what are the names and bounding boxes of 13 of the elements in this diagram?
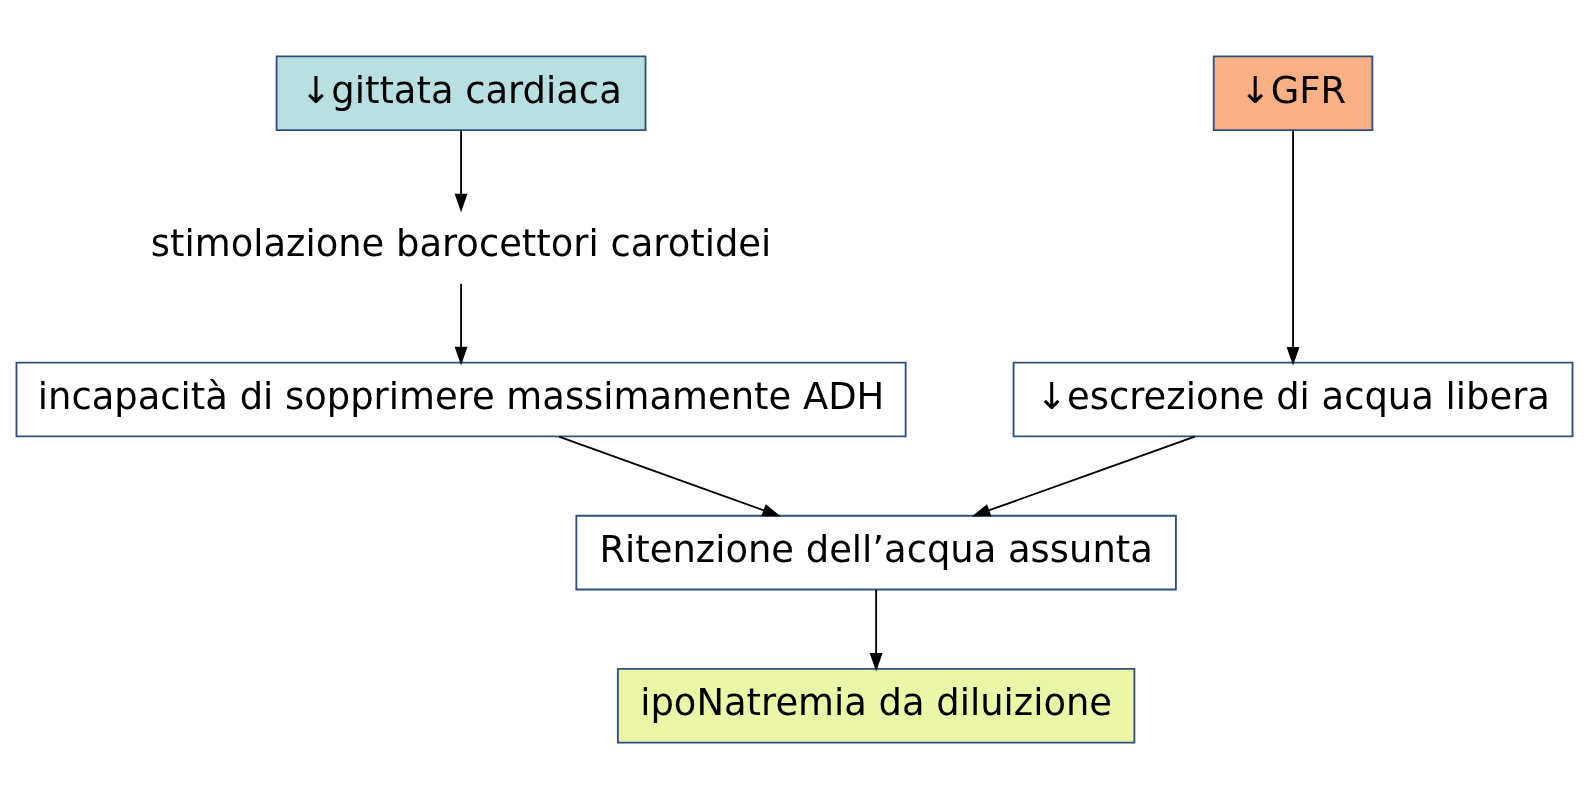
node-text: stimolazione barocettori carotidei (150, 221, 772, 265)
node-box: incapacità di sopprimere massimamente ADH (15, 361, 907, 437)
arrow (454, 282, 468, 365)
node-box: ↓escrezione di acqua libera (1012, 361, 1574, 437)
node-box: ↓gittata cardiaca (275, 54, 647, 131)
node-box: ↓GFR (1212, 54, 1374, 131)
arrow (558, 435, 781, 516)
arrow (1286, 129, 1300, 365)
arrow (454, 129, 468, 212)
node-box: ipoNatremia da diluizione (616, 667, 1136, 744)
arrow (971, 435, 1196, 516)
node-box: Ritenzione dell’acqua assunta (575, 514, 1177, 590)
arrow (869, 588, 883, 671)
